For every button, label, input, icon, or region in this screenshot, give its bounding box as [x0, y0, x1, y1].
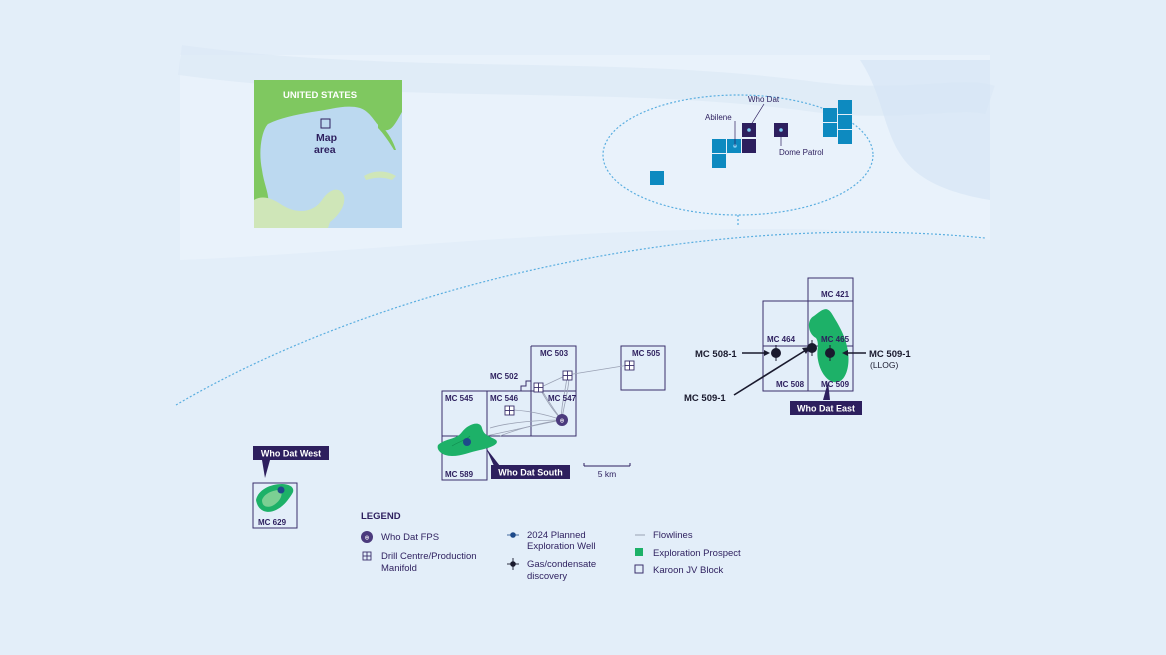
arrowhead: [842, 350, 848, 356]
block-label-mc502: MC 502: [490, 372, 519, 381]
legend-fps-icon: [361, 531, 373, 543]
block-label-mc546: MC 546: [490, 394, 519, 403]
block-label-mc509: MC 509: [821, 380, 850, 389]
zoom-ellipse: [602, 94, 874, 216]
legend-flowlines-label: Flowlines: [653, 530, 693, 541]
planned-well-south: [463, 438, 471, 446]
who-dat-fps-icon: [556, 414, 568, 426]
callout-label-who-dat-east: Who Dat East: [797, 404, 855, 414]
flowline: [538, 374, 568, 389]
prospect-who-dat-east: [808, 309, 849, 383]
well-label-mc508-1: MC 508-1: [695, 349, 737, 360]
callout-who-dat-west: [253, 446, 329, 460]
block-label-mc503: MC 503: [540, 349, 569, 358]
overview-blocks: Abilene Who Dat Dome Patrol: [650, 95, 852, 185]
callout-pointer: [486, 448, 500, 466]
zoom-arc: [175, 231, 986, 406]
inset-area-label-1: Map: [316, 132, 337, 144]
overview-block-teal: [712, 139, 726, 153]
flowline: [566, 364, 630, 376]
overview-block-teal: [712, 154, 726, 168]
overview-block-dark: [742, 139, 756, 153]
legend-drill-label-1: Drill Centre/Production: [381, 551, 477, 562]
block-label-mc421: MC 421: [821, 290, 850, 299]
planned-well-west: [277, 486, 285, 494]
inset-land-cuba: [364, 171, 396, 180]
callout-who-dat-east: [790, 401, 862, 415]
overview-label-dome-patrol: Dome Patrol: [779, 148, 824, 157]
block-label-mc465: MC 465: [821, 335, 850, 344]
block-label-mc589: MC 589: [445, 470, 474, 479]
block-label-mc545: MC 545: [445, 394, 474, 403]
block-outline-mc547: [530, 390, 577, 437]
drill-centre-icon: [533, 382, 544, 393]
scale-bar-label: 5 km: [598, 469, 616, 479]
block-label-mc505: MC 505: [632, 349, 661, 358]
central-cluster: ⊕ MC 503 MC 505 MC 502 MC 545 MC 546 MC …: [437, 345, 666, 481]
legend-prospect-icon: [635, 548, 643, 556]
fps-glyph: ⊕: [364, 536, 369, 542]
block-outline-mc505: [620, 345, 666, 391]
arrowhead: [764, 350, 770, 356]
inset-country-label: UNITED STATES: [283, 90, 357, 101]
block-outline-mc629: [252, 482, 298, 529]
well-label-mc509-1: MC 509-1: [684, 393, 726, 404]
drill-centre-icon: [562, 370, 573, 381]
legend: LEGEND ⊕ Who Dat FPS Drill Centre/Produc…: [361, 511, 741, 582]
east-cluster: MC 421 MC 464 MC 465 MC 508 MC 509 MC 50…: [684, 277, 911, 415]
block-label-mc464: MC 464: [767, 335, 796, 344]
legend-gas-label-2: discovery: [527, 571, 567, 582]
legend-gas-label-1: Gas/condensate: [527, 559, 596, 570]
inset-land-mexico: [254, 189, 345, 228]
legend-title: LEGEND: [361, 511, 401, 522]
inset-land-us: [254, 80, 402, 215]
legend-drill-label-2: Manifold: [381, 563, 417, 574]
inset-map: UNITED STATES Map area: [254, 80, 402, 228]
fps-glyph: ⊕: [559, 419, 564, 425]
well-arrow-mc509: [733, 349, 807, 396]
overview-block-teal: [823, 108, 837, 122]
overview-block-teal: [650, 171, 664, 185]
block-label-mc547: MC 547: [548, 394, 577, 403]
legend-planned-label-1: 2024 Planned: [527, 530, 586, 541]
flowline: [489, 419, 563, 429]
overview-label-abilene: Abilene: [705, 113, 732, 122]
inset-area-label-2: area: [314, 144, 336, 156]
leader-line: [748, 103, 765, 129]
callout-pointer: [262, 460, 270, 478]
legend-drill-centre-icon: [362, 551, 372, 561]
west-cluster: MC 629 Who Dat West: [252, 446, 329, 529]
overview-block-teal: [838, 130, 852, 144]
inset-area-marker: [320, 118, 331, 129]
drill-centre-icon: [504, 405, 515, 416]
prospect-inner: [262, 490, 282, 507]
prospect-contour: [451, 435, 471, 447]
overview-block-teal: [838, 115, 852, 129]
overview-field-dot: [747, 128, 751, 132]
callout-label-who-dat-west: Who Dat West: [261, 449, 321, 459]
legend-planned-label-2: Exploration Well: [527, 541, 595, 552]
overview-block-teal: [823, 123, 837, 137]
legend-planned-well-dot: [510, 532, 516, 538]
drill-centre-icon: [624, 360, 635, 371]
legend-jv-block-icon: [634, 564, 644, 574]
well-note-llog: (LLOG): [870, 360, 899, 370]
overview-label-who-dat: Who Dat: [748, 95, 780, 104]
legend-fps-label: Who Dat FPS: [381, 532, 439, 543]
callout-pointer: [823, 382, 830, 400]
bathymetry-shade-east: [860, 60, 990, 200]
block-label-mc508: MC 508: [776, 380, 805, 389]
drill-centres: [504, 360, 635, 416]
legend-prospect-label: Exploration Prospect: [653, 548, 741, 559]
legend-jv-block-label: Karoon JV Block: [653, 565, 723, 576]
callout-who-dat-south: [491, 465, 570, 479]
callout-label-who-dat-south: Who Dat South: [498, 468, 563, 478]
overview-block-teal: [838, 100, 852, 114]
inset-land-florida: [378, 122, 396, 150]
overview-field-dot: [779, 128, 783, 132]
block-label-mc629: MC 629: [258, 518, 287, 527]
well-label-mc509-1-llog: MC 509-1: [869, 349, 911, 360]
